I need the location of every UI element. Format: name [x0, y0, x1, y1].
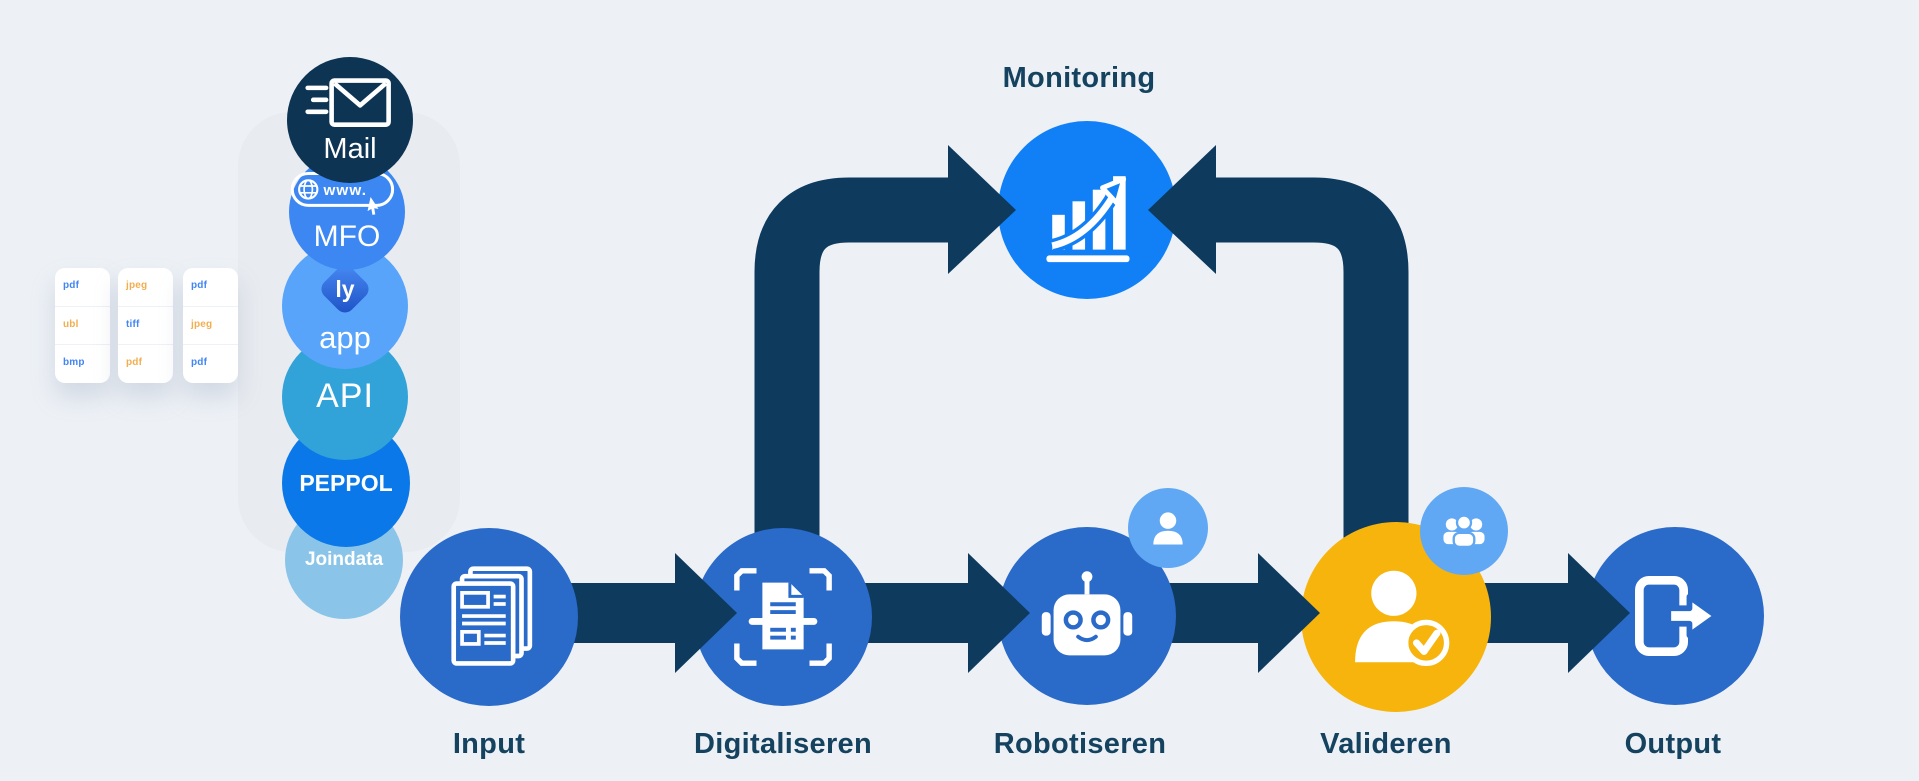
file-type-row: jpeg [118, 268, 173, 307]
user-group-badge [1420, 487, 1508, 575]
monitoring-loop-left [754, 177, 950, 585]
channel-mail: Mail [287, 57, 413, 183]
person-icon [1153, 512, 1183, 545]
monitoring-loop-right [1214, 177, 1409, 570]
mail-icon [305, 78, 391, 128]
file-type-row: ubl [55, 307, 110, 346]
channel-api-label: API [316, 377, 374, 416]
file-type-row: bmp [55, 345, 110, 383]
ly-app-logo-icon: ly [321, 265, 369, 313]
file-type-label: pdf [191, 357, 208, 369]
monitoring-title: Monitoring [1002, 62, 1156, 94]
monitoring-circle [998, 121, 1176, 299]
svg-text:ly: ly [335, 276, 354, 302]
file-type-label: jpeg [191, 318, 213, 330]
channel-joindata-label: Joindata [304, 549, 384, 571]
bar-chart-growth-icon [1046, 176, 1130, 263]
input-label: Input [452, 728, 526, 760]
file-type-row: pdf [55, 268, 110, 307]
digitaliseren-label: Digitaliseren [694, 728, 872, 760]
file-type-row: tiff [118, 307, 173, 346]
channel-mfo-label: MFO [313, 220, 381, 254]
digitaliseren-circle [694, 528, 872, 706]
file-type-row: pdf [118, 345, 173, 383]
channel-mfo: www. MFO [289, 154, 405, 270]
file-type-row: jpeg [183, 307, 238, 346]
export-arrow-icon [1635, 576, 1720, 656]
document-scan-icon [734, 568, 832, 666]
file-type-row: pdf [183, 345, 238, 383]
single-user-badge [1128, 488, 1208, 568]
file-type-label: jpeg [126, 280, 148, 291]
input-circle [400, 528, 578, 706]
channel-app-label: app [319, 319, 371, 355]
svg-text:www.: www. [322, 182, 367, 199]
file-type-label: pdf [191, 280, 208, 291]
channel-mail-label: Mail [323, 133, 377, 166]
person-check-icon [1355, 570, 1450, 666]
file-card: pdf jpeg pdf [183, 268, 238, 383]
file-type-row: pdf [183, 268, 238, 307]
file-type-label: bmp [63, 357, 85, 369]
valideren-label: Valideren [1320, 728, 1452, 760]
output-label: Output [1624, 728, 1722, 760]
documents-stack-icon [451, 566, 533, 666]
file-type-label: pdf [63, 280, 80, 291]
robotiseren-label: Robotiseren [993, 728, 1167, 760]
file-card: pdf ubl bmp [55, 268, 110, 383]
file-card: jpeg tiff pdf [118, 268, 173, 383]
file-type-label: pdf [126, 357, 143, 369]
output-circle [1586, 527, 1764, 705]
file-type-label: tiff [126, 318, 140, 330]
robot-icon [1041, 571, 1133, 656]
file-type-label: ubl [63, 318, 79, 330]
people-group-icon [1443, 514, 1485, 549]
channel-peppol-label: PEPPOL [299, 469, 393, 496]
